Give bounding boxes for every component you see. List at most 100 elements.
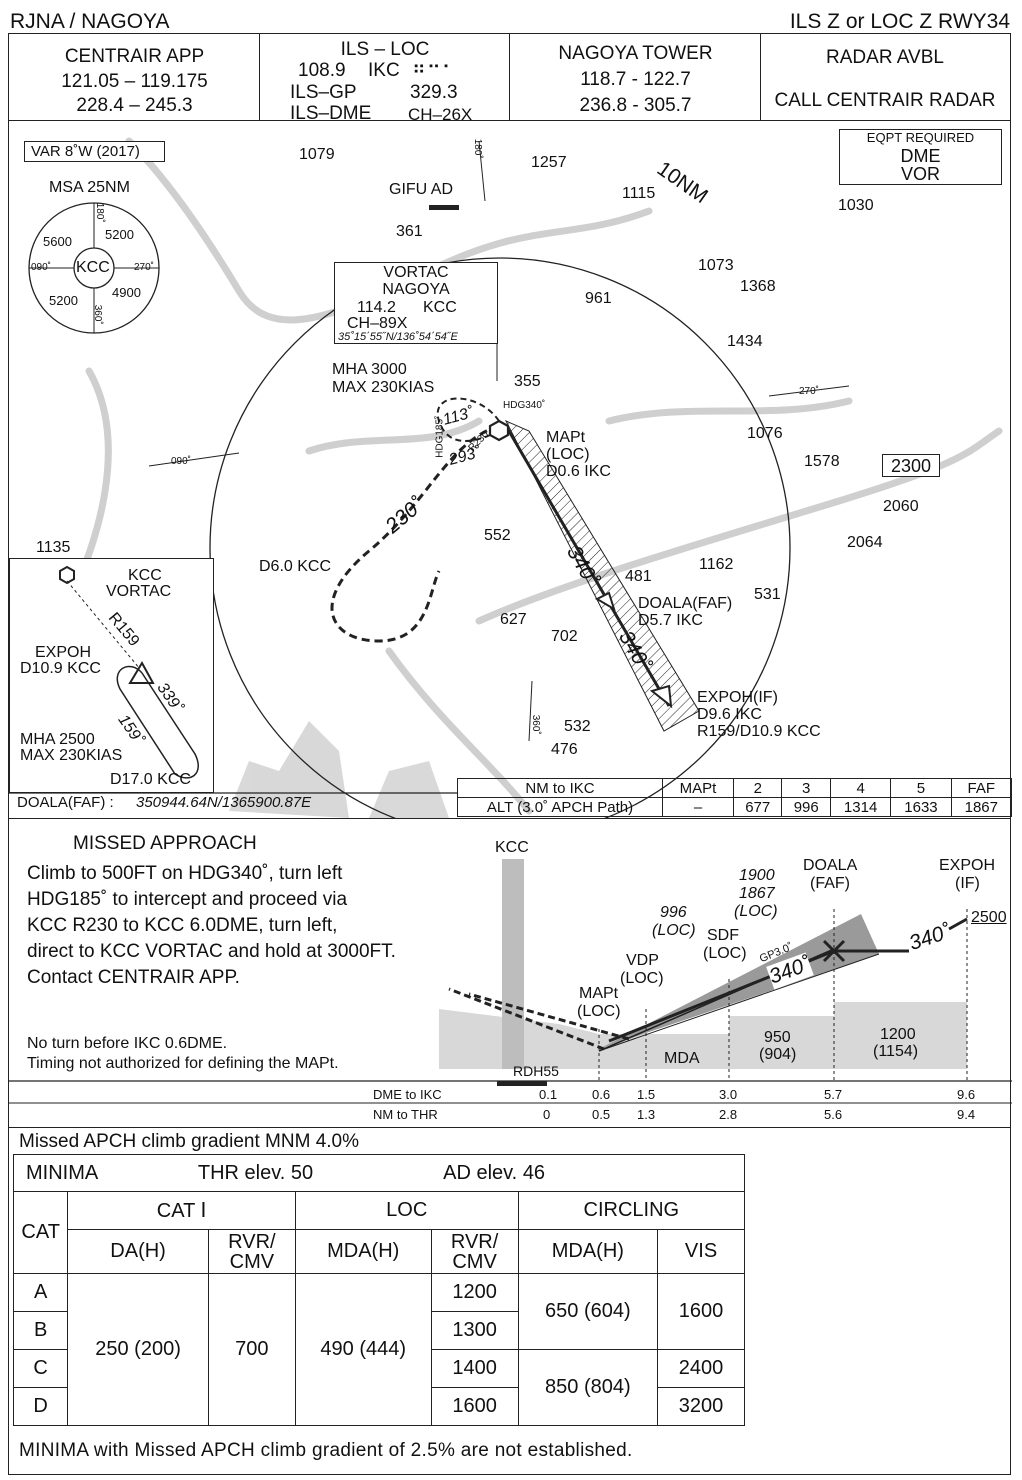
profile-doala-faf: (FAF) bbox=[810, 875, 850, 892]
inset-kcc: KCC bbox=[128, 567, 162, 584]
cat-cell: A bbox=[12, 1273, 69, 1312]
missed-line: Contact CENTRAIR APP. bbox=[27, 967, 240, 988]
elevation: 361 bbox=[396, 223, 423, 240]
radar-cell: RADAR AVBL CALL CENTRAIR RADAR bbox=[761, 34, 1012, 120]
msa-title: MSA 25NM bbox=[49, 179, 130, 196]
msa-bearing-180: 180˚ bbox=[93, 202, 105, 223]
thr-value: 0 bbox=[543, 1107, 551, 1122]
elevation: 552 bbox=[484, 527, 511, 544]
doala-coord-value: 350944.64N/1365900.87E bbox=[136, 794, 312, 811]
msa-ne-alt: 5200 bbox=[105, 227, 134, 242]
app-name: CENTRAIR APP bbox=[64, 46, 205, 67]
profile-alt-996: 996 bbox=[660, 904, 687, 921]
cat1-header: CAT Ⅰ bbox=[67, 1191, 296, 1230]
elevation: 1135 bbox=[36, 539, 71, 556]
altitude-table: NM to IKC MAPt 2 3 4 5 FAF ALT (3.0˚ APC… bbox=[457, 778, 1013, 817]
profile-mda: MDA bbox=[664, 1050, 700, 1067]
loc-mda-value: 490 (444) bbox=[294, 1273, 432, 1426]
da-header: DA(H) bbox=[67, 1229, 209, 1274]
doala-coord-label: DOALA(FAF) : bbox=[17, 794, 114, 811]
minima-subheader-row: DA(H) RVR/CMV MDA(H) RVR/CMV MDA(H) VIS bbox=[14, 1229, 745, 1274]
gp-freq: 329.3 bbox=[410, 82, 458, 103]
msa-center: KCC bbox=[76, 259, 110, 276]
circling-mda-ab: 650 (604) bbox=[517, 1273, 659, 1350]
missed-line: HDG185˚ to intercept and proceed via bbox=[27, 889, 348, 910]
holding-pattern bbox=[436, 397, 500, 442]
missed-note-1: No turn before IKC 0.6DME. bbox=[27, 1035, 228, 1052]
vis-ab: 1600 bbox=[657, 1273, 745, 1350]
alt-cell: 1314 bbox=[829, 797, 892, 817]
profile-graphics bbox=[9, 859, 1012, 1104]
alt-cell: 1633 bbox=[890, 797, 952, 817]
inset-expoh: EXPOH bbox=[35, 644, 92, 661]
radar-available: RADAR AVBL bbox=[826, 47, 944, 68]
mapt-label: MAPt bbox=[546, 429, 586, 446]
app-freq-uhf: 228.4 – 245.3 bbox=[76, 95, 193, 116]
elevation: 476 bbox=[551, 741, 578, 758]
minima-table: MINIMA THR elev. 50 AD elev. 46 CAT CAT … bbox=[12, 1154, 746, 1426]
eqpt-dme: DME bbox=[900, 146, 941, 166]
mha-label: MHA 3000 bbox=[332, 361, 407, 378]
profile-step-904: (904) bbox=[759, 1046, 797, 1063]
msa-se-alt: 4900 bbox=[112, 285, 141, 300]
profile-vdp: VDP bbox=[626, 952, 659, 969]
loc-header: LOC bbox=[294, 1191, 519, 1230]
ad-elev-value: 46 bbox=[522, 1161, 546, 1184]
heading-340: HDG340˚ bbox=[503, 400, 546, 411]
profile-alt-1867: 1867 bbox=[739, 885, 775, 902]
vortac-freq: 114.2 bbox=[357, 299, 396, 316]
vortac-ident: KCC bbox=[423, 299, 457, 316]
minima-title: MINIMA bbox=[26, 1161, 98, 1184]
variation-box: VAR 8˚W (2017) bbox=[24, 141, 165, 162]
elevation: 1434 bbox=[727, 333, 763, 350]
dme-value: 0.1 bbox=[539, 1087, 558, 1102]
profile-alt-1900: 1900 bbox=[739, 867, 775, 884]
arrow-270-label: 270˚ bbox=[799, 386, 820, 397]
minima-section: Missed APCH climb gradient MNM 4.0% MINI… bbox=[8, 1128, 1011, 1475]
msa-circle bbox=[28, 202, 160, 334]
dme-channel: CH–26X bbox=[408, 105, 473, 124]
elevation: 1257 bbox=[531, 154, 567, 171]
profile-rdh: RDH55 bbox=[513, 1063, 559, 1079]
cat-cell: C bbox=[12, 1349, 69, 1388]
alt-cell: 3 bbox=[781, 778, 831, 798]
alt-cell: 5 bbox=[890, 778, 952, 798]
ils-morse-icon: ⠶⠒⠂ bbox=[412, 58, 457, 79]
ils-freq: 108.9 bbox=[298, 60, 346, 81]
feeder-arrows bbox=[148, 140, 850, 742]
loc-rvr-value: 1400 bbox=[430, 1349, 519, 1388]
vortac-channel: CH–89X bbox=[347, 315, 408, 332]
rvr-value: 700 bbox=[207, 1273, 296, 1426]
arrow-360-label: 360˚ bbox=[529, 714, 541, 735]
circling-mda-header: MDA(H) bbox=[517, 1229, 659, 1274]
missed-line: Climb to 500FT on HDG340˚, turn left bbox=[27, 863, 343, 884]
doala-faf-label: DOALA(FAF) bbox=[638, 595, 733, 612]
circling-header: CIRCLING bbox=[517, 1191, 746, 1230]
inset-max-kias: MAX 230KIAS bbox=[20, 747, 123, 764]
mapt-loc-label: (LOC) bbox=[546, 446, 590, 463]
climb-gradient-note: Missed APCH climb gradient MNM 4.0% bbox=[19, 1131, 359, 1152]
minima-row: D 1600 3200 bbox=[12, 1387, 745, 1426]
minima-row: B 1300 bbox=[12, 1311, 745, 1350]
profile-vdp-loc: (LOC) bbox=[620, 970, 664, 987]
msa-sw-alt: 5200 bbox=[49, 293, 78, 308]
arrow-180-label: 180˚ bbox=[471, 138, 483, 159]
cat-cell: B bbox=[12, 1311, 69, 1350]
elevation: 355 bbox=[514, 373, 541, 390]
alt-cell: 677 bbox=[732, 797, 783, 817]
doala-dme-label: D5.7 IKC bbox=[638, 612, 703, 629]
nm-to-thr-label: NM to THR bbox=[373, 1107, 438, 1122]
ils-title: ILS – LOC bbox=[340, 39, 430, 60]
elevation: 1079 bbox=[299, 146, 335, 163]
eqpt-vor: VOR bbox=[900, 164, 940, 184]
elevation: 1073 bbox=[698, 257, 734, 274]
vis-d: 3200 bbox=[657, 1387, 745, 1426]
tower-cell: NAGOYA TOWER 118.7 - 122.7 236.8 - 305.7 bbox=[510, 34, 761, 120]
minima-header-row: CAT CAT Ⅰ LOC CIRCLING bbox=[12, 1191, 746, 1274]
missed-line: KCC R230 to KCC 6.0DME, turn left, bbox=[27, 915, 338, 936]
cat-header: CAT bbox=[12, 1191, 69, 1274]
profile-mapt-loc: (LOC) bbox=[577, 1003, 621, 1020]
dme-value: 5.7 bbox=[824, 1087, 843, 1102]
altitude-table-row: ALT (3.0˚ APCH Path) – 677 996 1314 1633… bbox=[457, 797, 1013, 817]
altitude-table-row: NM to IKC MAPt 2 3 4 5 FAF bbox=[457, 778, 1013, 798]
